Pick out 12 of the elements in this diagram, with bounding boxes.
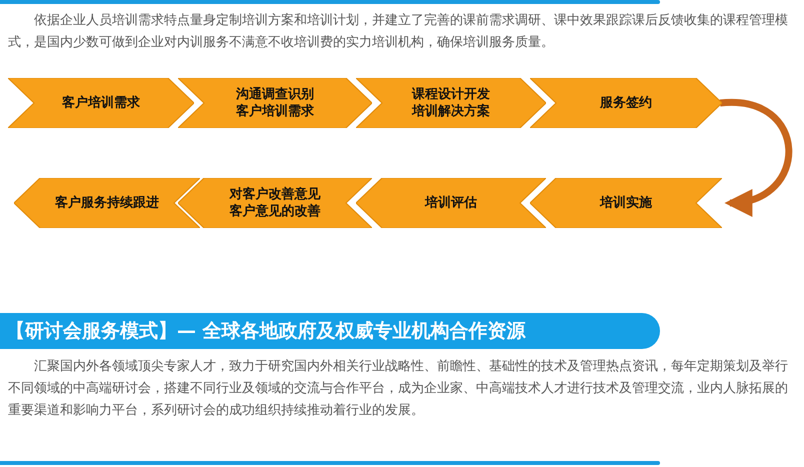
seminar-paragraph: 汇聚国内外各领域顶尖专家人才，致力于研究国内外相关行业战略性、前瞻性、基础性的技术及管理热点资讯，每年定期策划及举行不同领域的中高端研讨会，搭建不同行业及领域的交流与合作平台，成为企业家、中高端技术人才进行技术及管理交流，业内人脉拓展的重要渠道和影响力平台，系列研讨会的成功组织持续推动着行业的发展。 bbox=[8, 358, 789, 420]
step-label: 客户服务持续跟进 bbox=[54, 194, 160, 212]
step-label: 课程设计开发培训解决方案 bbox=[410, 86, 491, 120]
section-banner: 【研讨会服务模式】— 全球各地政府及权威专业机构合作资源 bbox=[0, 313, 660, 349]
step-label: 对客户改善意见客户意见的改善 bbox=[228, 186, 322, 220]
step-label: 沟通调查识别客户培训需求 bbox=[235, 86, 315, 120]
intro-paragraph: 依据企业人员培训需求特点量身定制培训方案和培训计划，并建立了完善的课前需求调研、课中效果跟踪课后反馈收集的课程管理模式，是国内少数可做到企业对内训服务不满意不收培训费的实力培训机构，确保培训服务质量。 bbox=[8, 12, 789, 52]
step-label: 客户培训需求 bbox=[61, 94, 141, 112]
curved-arrow bbox=[720, 99, 792, 214]
step-label: 培训评估 bbox=[424, 194, 478, 212]
step-label: 培训实施 bbox=[598, 194, 653, 212]
step-label: 服务签约 bbox=[598, 94, 653, 112]
